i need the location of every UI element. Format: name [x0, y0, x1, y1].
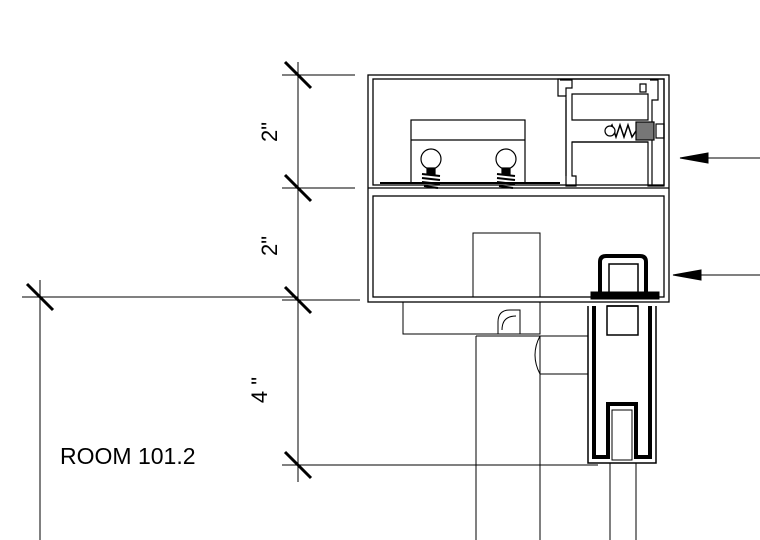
pivot-arc-inner: [501, 315, 517, 331]
screw-thread-left: [421, 173, 441, 189]
dimension-string: [282, 60, 598, 482]
dimension-tick-1: [283, 60, 313, 90]
pivot-arc-icon: [497, 309, 521, 334]
adjuster-body: [635, 121, 655, 141]
arrow-upper-head-icon: [679, 152, 709, 164]
screw-neck-right: [501, 167, 511, 175]
closer-mount-block: [380, 119, 560, 184]
wall-lines: [22, 280, 298, 540]
screw-thread-right: [496, 173, 516, 189]
header-upper-box: [367, 74, 670, 303]
extrusion-left-lip: [560, 79, 573, 96]
header-lower-inner: [372, 195, 665, 298]
door-panel: [609, 463, 637, 540]
dimension-tick-3: [283, 285, 313, 315]
arrow-lower-head-icon: [672, 269, 702, 281]
dimension-label-lower: 4 ": [247, 377, 272, 403]
pivot-block: [472, 232, 541, 298]
jamb-curve: [534, 335, 588, 375]
extrusion-inner-top: [571, 93, 649, 121]
rail-insert: [606, 305, 639, 336]
arrows: [672, 152, 760, 281]
screw-right-icon: [495, 148, 517, 189]
screw-left-icon: [420, 148, 442, 189]
header-upper-inner: [372, 78, 665, 186]
adjuster-cap: [604, 125, 616, 137]
dimension-tick-2: [283, 173, 313, 203]
adjuster-nut: [655, 123, 665, 139]
rail-top-clip-inner: [608, 263, 639, 295]
door-top-rail: [587, 254, 660, 464]
jamb-assembly: [402, 301, 588, 540]
screw-head-right: [495, 148, 517, 170]
dimension-tick-4: [283, 450, 313, 480]
screw-neck-left: [426, 167, 436, 175]
rail-channel-outer: [587, 306, 657, 464]
rail-bottom-slot: [611, 409, 633, 461]
dimension-label-middle: 2": [257, 236, 282, 256]
rail-channel-inner: [592, 306, 652, 459]
dimension-label-upper: 2": [257, 122, 282, 142]
frame-extrusion: [557, 78, 665, 187]
extrusion-notch-top: [639, 83, 647, 93]
rail-top-clip: [598, 254, 648, 296]
screw-head-left: [420, 148, 442, 170]
wall-tick: [25, 282, 55, 312]
jamb-top-block: [402, 301, 541, 335]
room-label: ROOM 101.2: [60, 443, 196, 469]
rail-clamp-bar: [590, 291, 660, 300]
